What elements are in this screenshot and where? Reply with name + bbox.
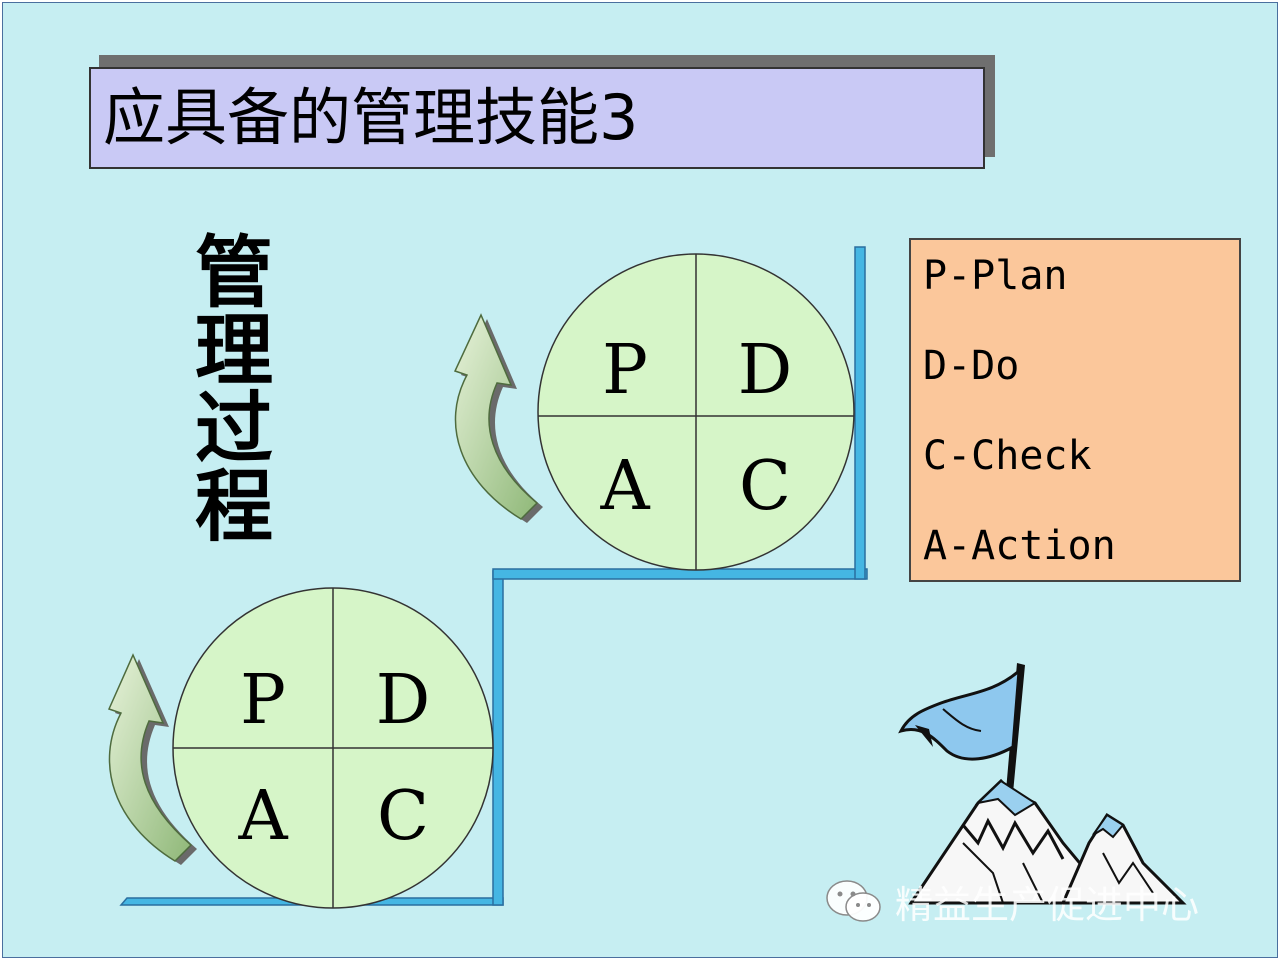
pdca-diagram: P D A C P D A C (107, 246, 1187, 909)
management-process-label: 管理过程 (182, 231, 272, 543)
quadrant-do: D (376, 661, 431, 740)
pdca-legend: P-Plan D-Do C-Check A-Action (909, 238, 1241, 582)
wechat-icon (826, 880, 881, 922)
quadrant-plan: P (240, 661, 286, 740)
quadrant-do: D (738, 331, 793, 410)
mountain-flag-icon (898, 663, 1187, 905)
quadrant-plan: P (602, 331, 648, 410)
upper-cycle-arrow-icon (453, 313, 543, 523)
quadrant-check: C (739, 447, 791, 526)
quadrant-action: A (599, 447, 650, 526)
quadrant-check: C (377, 777, 429, 856)
legend-item-check: C-Check (923, 433, 1092, 479)
legend-item-plan: P-Plan (923, 253, 1068, 299)
pdca-cycle-lower: P D A C (172, 587, 494, 909)
page-title: 应具备的管理技能3 (103, 81, 639, 154)
title-box: 应具备的管理技能3 (89, 67, 985, 169)
lower-cycle-arrow-icon (107, 653, 197, 865)
quadrant-action: A (237, 777, 288, 856)
watermark-text: 精益生产促进中心 (895, 882, 1200, 927)
legend-item-action: A-Action (923, 523, 1116, 569)
watermark: 精益生产促进中心 (823, 873, 1263, 929)
pdca-cycle-upper: P D A C (537, 253, 855, 571)
legend-item-do: D-Do (923, 343, 1020, 389)
